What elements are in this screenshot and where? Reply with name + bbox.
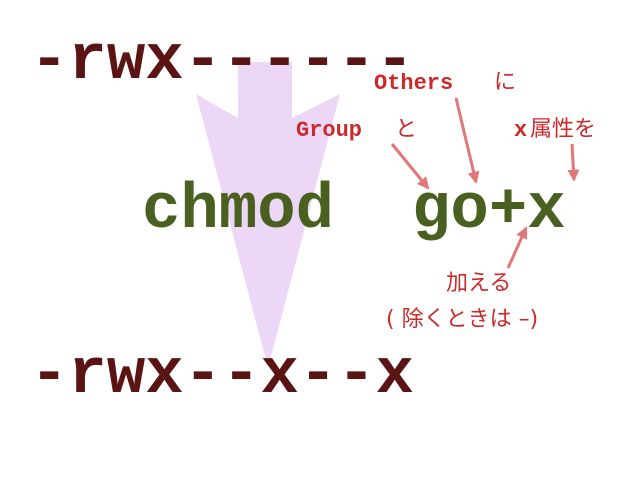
remove-note: ( 除くときは –) bbox=[386, 307, 538, 332]
down-arrow-icon bbox=[196, 62, 340, 368]
group-term: Group bbox=[296, 118, 362, 143]
command-argument: go+x bbox=[412, 175, 566, 247]
exec-label: x 属性を bbox=[514, 117, 596, 143]
others-suffix: に bbox=[494, 70, 516, 95]
others-pointer-arrow-icon bbox=[454, 97, 480, 184]
exec-term: x bbox=[514, 118, 527, 143]
add-label: 加える bbox=[446, 271, 511, 296]
permission-after: -rwx--x--x bbox=[30, 340, 414, 412]
permission-before: -rwx------ bbox=[30, 26, 414, 98]
add-pointer-arrow-icon bbox=[506, 226, 528, 269]
group-label: Group と bbox=[296, 117, 417, 143]
exec-pointer-arrow-icon bbox=[567, 143, 580, 182]
others-label: Others に bbox=[374, 70, 516, 96]
command-name: chmod bbox=[142, 175, 334, 247]
others-term: Others bbox=[374, 71, 453, 96]
exec-suffix: 属性を bbox=[530, 117, 596, 142]
group-suffix: と bbox=[395, 117, 417, 142]
group-pointer-arrow-icon bbox=[390, 143, 430, 190]
chmod-command: chmod go+x bbox=[142, 175, 566, 247]
